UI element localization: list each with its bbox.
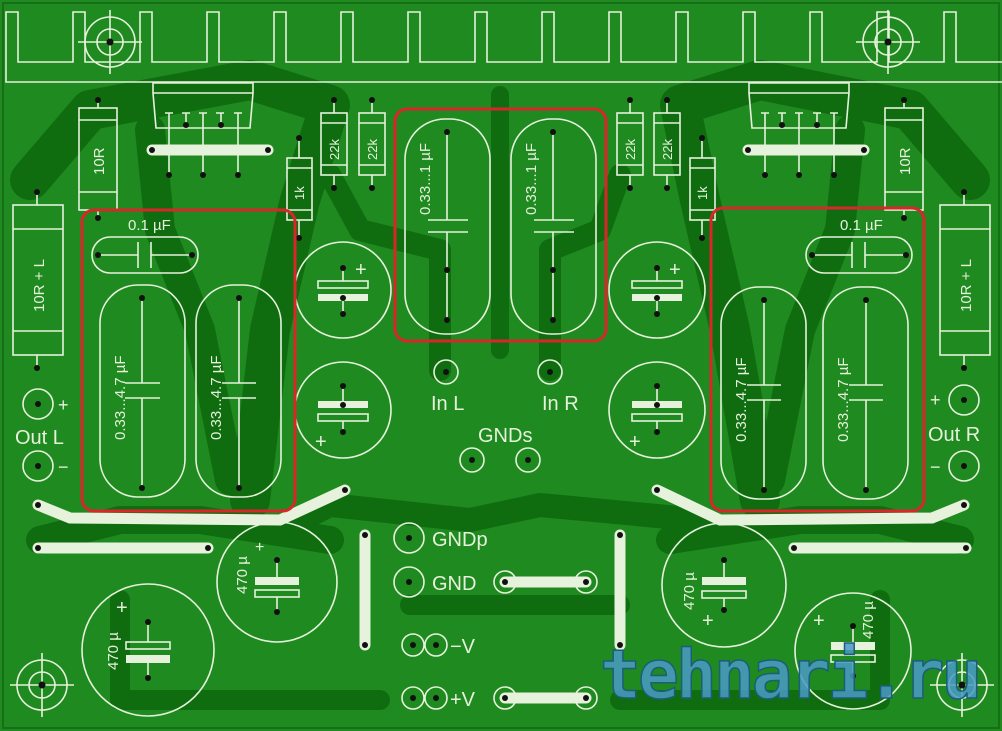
wire-jumpers — [32, 484, 972, 710]
highlight-boxes — [80, 107, 926, 513]
capacitor-film-out: 0.33...4.7 µF — [822, 286, 909, 500]
svg-text:+: + — [930, 390, 941, 410]
output-left-pads[interactable]: + − Out L — [15, 388, 69, 482]
svg-text:470 µ: 470 µ — [681, 572, 698, 610]
svg-text:−V: −V — [450, 636, 476, 658]
svg-text:−: − — [930, 457, 941, 477]
resistor-22k: 22k — [358, 97, 386, 191]
svg-text:+: + — [702, 610, 714, 632]
capacitor-film-out: 0.33...4.7 µF — [99, 284, 186, 498]
negative-supply-pads[interactable]: −V — [401, 633, 476, 658]
positive-supply-pads[interactable]: +V — [401, 686, 476, 711]
capacitor-470u: + 470 µ — [216, 521, 338, 643]
svg-text:10R + L: 10R + L — [31, 259, 48, 312]
capacitor-470u: + 470 µ — [794, 592, 912, 710]
svg-text:In R: In R — [542, 393, 579, 415]
svg-text:GNDs: GNDs — [478, 425, 532, 447]
copper-traces — [10, 60, 990, 710]
svg-text:0.33...4.7 µF: 0.33...4.7 µF — [835, 357, 852, 442]
svg-text:10R: 10R — [897, 147, 914, 175]
output-right-pads[interactable]: + − Out R — [928, 384, 980, 482]
svg-text:10R + L: 10R + L — [958, 259, 975, 312]
svg-text:1k: 1k — [695, 186, 710, 200]
svg-text:+: + — [355, 259, 367, 281]
resistor-10r-l-left: 10R + L — [12, 189, 64, 371]
svg-text:0.33...4.7 µF: 0.33...4.7 µF — [208, 355, 225, 440]
svg-text:Out L: Out L — [15, 427, 64, 449]
input-right-pad[interactable]: In R — [537, 359, 579, 415]
capacitor-input-right: 0.33...1 µF — [510, 118, 597, 335]
svg-text:In L: In L — [431, 393, 464, 415]
electrolytic-capacitor: + — [608, 241, 706, 339]
svg-text:0.33...1 µF: 0.33...1 µF — [417, 143, 434, 215]
svg-text:Out R: Out R — [928, 424, 980, 446]
capacitor-0-1uf-right: 0.1 µF — [805, 217, 913, 274]
svg-text:0.1 µF: 0.1 µF — [840, 217, 883, 234]
capacitor-470u: + 470 µ — [81, 583, 215, 717]
svg-text:470 µ: 470 µ — [105, 632, 122, 670]
resistor-10r-left: 10R — [78, 97, 118, 221]
svg-text:22k: 22k — [365, 139, 380, 160]
capacitor-0-1uf-left: 0.1 µF — [91, 217, 199, 274]
svg-text:470 µ: 470 µ — [234, 556, 251, 594]
capacitor-film-out: 0.33...4.7 µF — [720, 286, 807, 500]
mounting-hole — [78, 10, 142, 74]
svg-text:1k: 1k — [292, 186, 307, 200]
mounting-hole — [10, 653, 74, 717]
amplifier-ic-left — [146, 82, 274, 178]
svg-text:GND: GND — [432, 573, 476, 595]
svg-text:0.33...4.7 µF: 0.33...4.7 µF — [733, 357, 750, 442]
svg-text:+: + — [315, 431, 327, 453]
watermark: tehnari.ru — [600, 636, 979, 715]
svg-text:+: + — [255, 539, 264, 556]
mounting-hole — [856, 10, 920, 74]
svg-text:0.33...1 µF: 0.33...1 µF — [523, 143, 540, 215]
power-ground-pads[interactable]: GNDp GND — [393, 522, 488, 598]
capacitor-film-out: 0.33...4.7 µF — [195, 284, 282, 498]
svg-text:+: + — [813, 610, 825, 632]
svg-text:0.33...4.7 µF: 0.33...4.7 µF — [112, 355, 129, 440]
svg-text:+: + — [116, 597, 128, 619]
svg-text:GNDp: GNDp — [432, 529, 488, 551]
heatsink-outline — [5, 11, 1002, 83]
svg-text:+: + — [669, 259, 681, 281]
resistor-22k: 22k — [320, 97, 348, 191]
svg-text:22k: 22k — [327, 139, 342, 160]
resistor-22k: 22k — [616, 97, 644, 191]
svg-text:22k: 22k — [660, 139, 675, 160]
resistor-1k-left: 1k — [286, 135, 313, 241]
mounting-hole — [930, 653, 994, 717]
svg-text:470 µ: 470 µ — [860, 601, 877, 639]
resistor-1k-right: 1k — [689, 135, 716, 241]
input-left-pad[interactable]: In L — [431, 359, 464, 415]
capacitor-input-left: 0.33...1 µF — [404, 118, 491, 335]
resistor-22k: 22k — [653, 97, 681, 191]
svg-text:+: + — [629, 431, 641, 453]
gnd-signal-pads[interactable]: GNDs — [459, 425, 541, 473]
amplifier-ic-right — [742, 82, 870, 178]
svg-text:10R: 10R — [91, 147, 108, 175]
svg-text:−: − — [58, 457, 69, 477]
svg-text:0.1 µF: 0.1 µF — [128, 217, 171, 234]
resistor-10r-l-right: 10R + L — [939, 189, 991, 371]
svg-text:+V: +V — [450, 689, 476, 711]
resistor-10r-right: 10R — [884, 97, 924, 221]
electrolytic-capacitor: + — [608, 361, 706, 459]
svg-text:+: + — [58, 395, 69, 415]
svg-text:22k: 22k — [623, 139, 638, 160]
